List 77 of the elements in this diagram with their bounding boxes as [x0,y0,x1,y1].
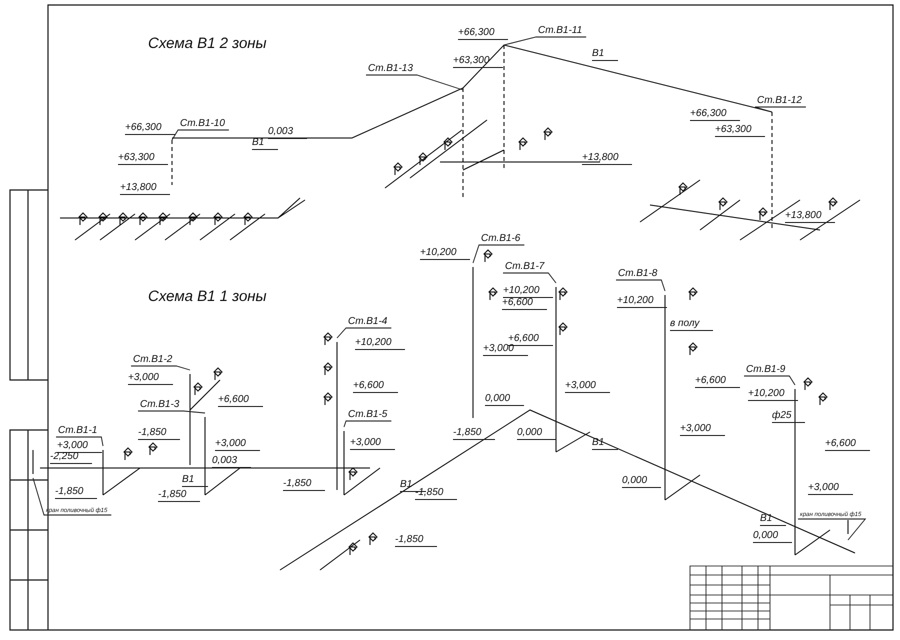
drawing-label: +13,800 [582,152,632,165]
riser-label: Ст.В1-9 [746,364,786,376]
leader-line [798,518,866,540]
drawing-label: ф25 [772,410,806,423]
drawing-label: +66,300 [690,108,740,121]
drawing-label: +3,000 [215,438,260,451]
drawing-label: +6,600 [218,394,263,407]
leader-line [472,244,525,264]
drawing-label: +6,600 [825,438,870,451]
drawing-label: +6,600 [508,333,553,346]
riser-label: Ст.В1-5 [348,409,388,421]
drawing-label: 0,000 [753,530,792,543]
drawing-label: +10,200 [355,337,406,350]
drawing-label: +63,300 [118,152,168,165]
drawing-label: +13,800 [120,182,170,195]
riser-label: Ст.В1-7 [505,261,544,273]
riser-label: Ст.В1-13 [368,63,413,75]
drawing-label: +6,600 [695,375,740,388]
drawing-label: +10,200 [748,388,798,401]
drawing-label: -1,850 [138,427,180,440]
drawing-label: -1,850 [395,534,438,547]
drawing-label: 0,000 [517,427,556,440]
drawing-label: 0,000 [622,475,662,488]
riser-label: Ст.В1-1 [58,425,98,437]
riser-label: Ст.В1-8 [618,268,658,280]
leader-line [56,436,104,446]
drawing-label: +3,000 [808,482,853,495]
leader-line [138,410,206,414]
drawing-label: +63,300 [715,124,766,137]
leader-line [754,106,806,112]
drawing-label: +3,000 [483,343,528,356]
drawing-label: -1,850 [415,487,458,500]
riser-label: Ст.В1-12 [757,95,802,107]
drawing-label: +6,600 [353,380,398,393]
leader-line [744,376,796,386]
riser-label: Ст.В1-4 [348,316,388,328]
drawing-label: +3,000 [680,423,725,436]
riser-label: Ст.В1-11 [538,25,582,37]
drawing-label: +10,200 [503,285,554,298]
drawing-label: 0,003 [268,126,308,139]
drawing-label: +6,600 [502,297,547,310]
drawing-label: В1 [760,513,786,526]
drawing-label: -1,850 [283,478,326,491]
scheme-heading: Схема В1 2 зоны [148,35,267,53]
riser-label: Ст.В1-10 [180,118,225,130]
drawing-label: +3,000 [57,440,102,453]
riser-label: Ст.В1-6 [481,233,520,245]
drawing-label: 0,003 [212,455,252,468]
drawing-label: +66,300 [125,122,176,135]
scheme-heading: Схема В1 1 зоны [148,288,267,306]
drawing-label: в полу [670,318,714,331]
drawing-label: +13,800 [785,210,836,223]
drawing-label: +10,200 [420,247,470,260]
riser-label: Ст.В1-3 [140,399,180,411]
drawing-label: 0,000 [485,393,524,406]
drawing-label: +3,000 [350,437,395,450]
leader-line [344,420,392,428]
drawing-label: +3,000 [565,380,610,393]
leader-line [616,280,666,292]
drawing-label: +3,000 [128,372,173,385]
drawing-label: -1,850 [453,427,496,440]
leader-line [32,478,112,516]
leader-line [504,36,587,46]
drawing-label: -1,850 [158,489,200,502]
drawing-label: +63,300 [453,55,504,68]
drawing-label: -1,850 [55,486,98,499]
drawing-label: В1 [182,474,208,487]
leader-line [336,328,392,338]
drawing-label: В1 [592,48,618,61]
leader-line [172,130,230,140]
drawing-label: +10,200 [617,295,668,308]
leader-line [130,366,190,370]
drawing-label: +66,300 [458,27,508,40]
leader-line [366,74,464,90]
riser-label: Ст.В1-2 [133,354,172,366]
drawing-label: -2,250 [50,451,92,464]
leader-line [502,272,556,284]
